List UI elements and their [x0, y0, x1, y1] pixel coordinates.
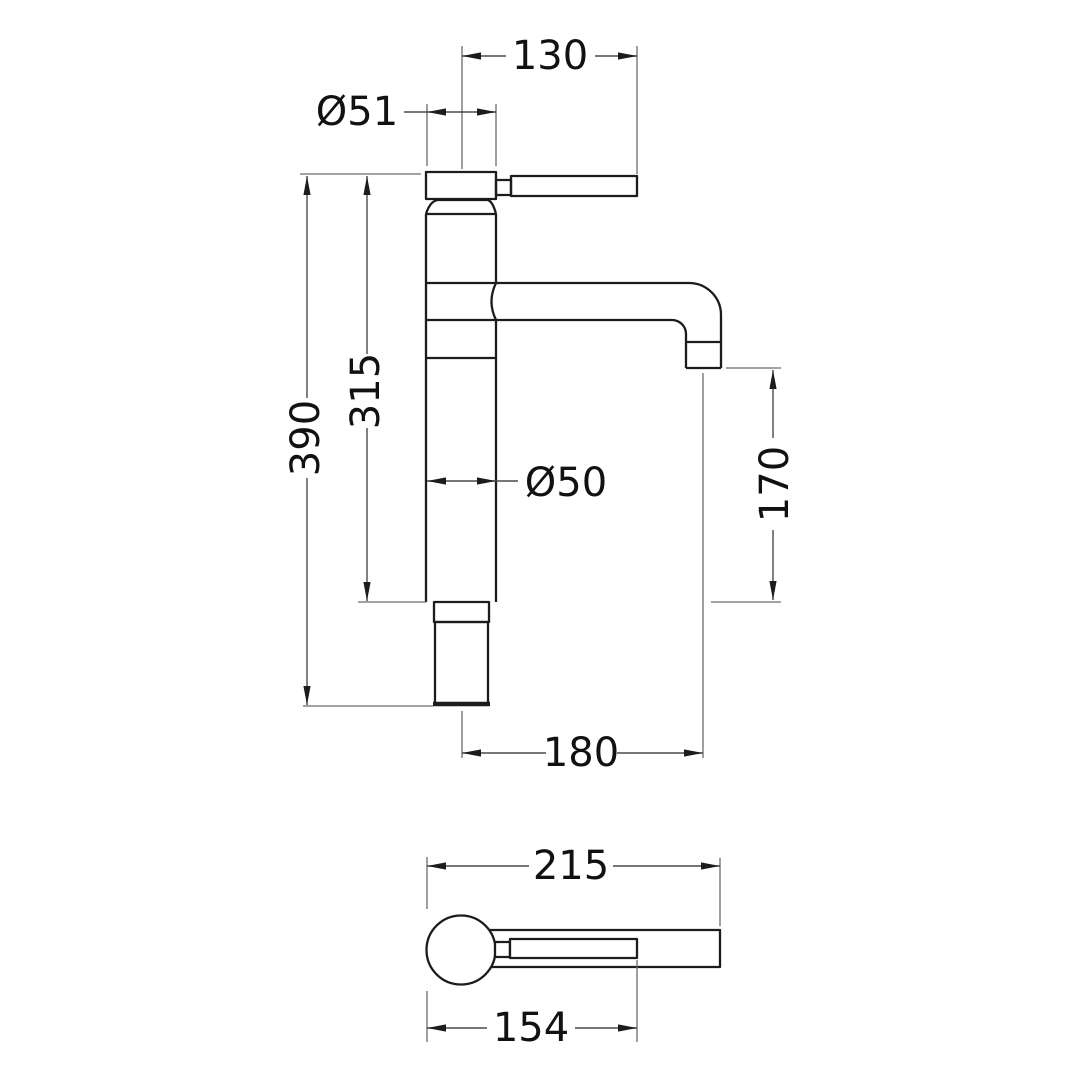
- dim-text: 154: [493, 1005, 569, 1051]
- arrowhead-down: [363, 582, 371, 601]
- cartridge-cap: [424, 170, 498, 201]
- dim-text: 180: [543, 730, 619, 776]
- faucet-front-outline: [424, 170, 723, 707]
- dim-body-diameter: Ø50: [427, 460, 607, 506]
- arrowhead-right: [701, 862, 720, 870]
- dim-text: 215: [533, 843, 609, 889]
- front-view: 130 Ø51 390 315: [283, 33, 798, 776]
- dim-text: 390: [283, 400, 329, 476]
- plan-view: 215 154: [425, 843, 722, 1051]
- arrowhead-left: [427, 1024, 446, 1032]
- dim-text: 315: [343, 353, 389, 429]
- dim-overall-projection: 215: [426, 843, 721, 926]
- lever-handle-plan: [508, 937, 639, 960]
- threaded-shank: [433, 620, 490, 706]
- spout-top-edge: [426, 281, 723, 368]
- dim-text: 170: [752, 446, 798, 522]
- arrowhead-up: [303, 176, 311, 195]
- arrowhead-right: [618, 1024, 637, 1032]
- lever-stub-plan: [493, 940, 512, 959]
- arrowhead-down: [303, 686, 311, 705]
- lever-handle: [509, 174, 639, 198]
- dim-text: 130: [512, 33, 588, 79]
- dim-spout-clearance: 170: [711, 367, 798, 603]
- dim-overall-height: 390: [283, 173, 433, 707]
- arrowhead-right: [477, 477, 496, 485]
- arrowhead-right: [618, 52, 637, 60]
- arrowhead-left: [462, 749, 481, 757]
- arrowhead-right: [477, 108, 496, 116]
- arrowhead-left: [427, 108, 446, 116]
- arrowhead-left: [427, 862, 446, 870]
- neck-flare: [424, 198, 498, 215]
- faucet-plan-outline: [425, 914, 722, 986]
- dim-spout-reach: 180: [461, 373, 704, 776]
- spout-plan-body: [472, 928, 722, 969]
- dim-handle-length: 154: [426, 960, 638, 1051]
- arrowhead-up: [769, 370, 777, 389]
- dim-text: Ø51: [316, 89, 398, 135]
- arrowhead-up: [363, 176, 371, 195]
- spout-bottom-edge: [426, 318, 688, 368]
- arrowhead-left: [462, 52, 481, 60]
- spout-body-junction-arc: [490, 282, 498, 321]
- dim-body-height: 315: [343, 176, 426, 603]
- arrowhead-left: [427, 477, 446, 485]
- dim-text: Ø50: [525, 460, 607, 506]
- arrowhead-right: [684, 749, 703, 757]
- body-plan-circle: [425, 914, 497, 986]
- dim-cap-diameter: Ø51: [316, 89, 497, 166]
- lever-stub: [494, 178, 513, 197]
- dim-handle-reach: 130: [461, 33, 638, 174]
- arrowhead-down: [769, 581, 777, 600]
- base-collar: [432, 600, 491, 624]
